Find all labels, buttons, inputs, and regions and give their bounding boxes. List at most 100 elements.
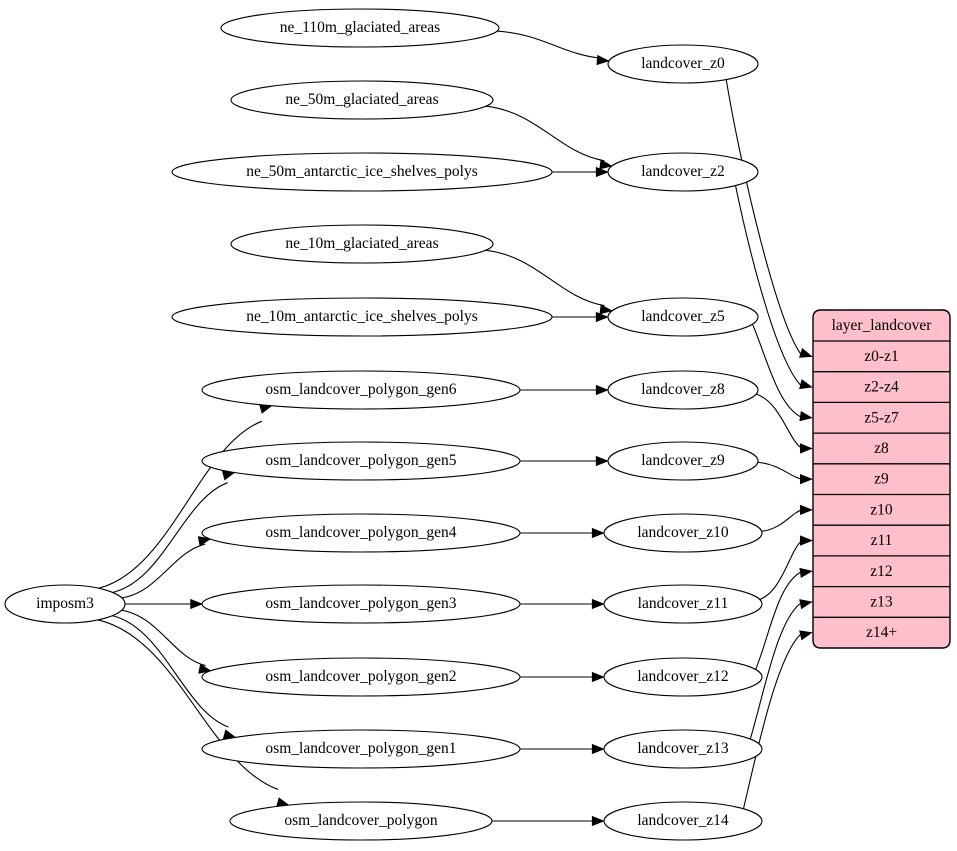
edge-landcover_z14-to-z14+ [742, 630, 813, 810]
ne-node-ne_50m_antarctic_ice_shelves_polys[interactable]: ne_50m_antarctic_ice_shelves_polys [171, 152, 553, 192]
node-label: landcover_z2 [641, 163, 725, 180]
node-ellipse [201, 729, 521, 769]
node-ellipse [603, 801, 763, 841]
node-ellipse [201, 584, 521, 624]
edge-arrowhead [799, 379, 813, 390]
edge-osm_landcover_polygon_gen4-to-landcover_z10 [519, 527, 605, 539]
osm-node-osm_landcover_polygon_gen4[interactable]: osm_landcover_polygon_gen4 [201, 513, 521, 553]
table-header: layer_landcover [832, 317, 933, 334]
osm-node-osm_landcover_polygon_gen3[interactable]: osm_landcover_polygon_gen3 [201, 584, 521, 624]
node-ellipse [603, 584, 763, 624]
edge-line [760, 509, 803, 532]
edge-landcover_z0-to-z0-z1 [725, 79, 813, 358]
table-row-z12[interactable]: z12 [813, 555, 950, 580]
edge-landcover_z5-to-z5-z7 [751, 323, 813, 422]
osm-node-osm_landcover_polygon_gen2[interactable]: osm_landcover_polygon_gen2 [201, 657, 521, 697]
node-label: ne_50m_antarctic_ice_shelves_polys [246, 163, 478, 180]
landcover-node-landcover_z8[interactable]: landcover_z8 [607, 370, 759, 410]
row-label: z12 [870, 563, 892, 580]
edge-line [121, 609, 206, 667]
ne-node-ne_10m_antarctic_ice_shelves_polys[interactable]: ne_10m_antarctic_ice_shelves_polys [171, 297, 553, 337]
node-ellipse [607, 152, 759, 192]
table-row-z8[interactable]: z8 [813, 432, 950, 457]
edge-arrowhead [591, 598, 605, 610]
edge-arrowhead [599, 304, 613, 315]
landcover-node-landcover_z12[interactable]: landcover_z12 [603, 657, 763, 697]
node-ellipse [603, 513, 763, 553]
osm-node-osm_landcover_polygon_gen6[interactable]: osm_landcover_polygon_gen6 [201, 370, 521, 410]
edge-line [725, 79, 803, 357]
edge-arrowhead [595, 384, 609, 396]
ne-node-ne_10m_glaciated_areas[interactable]: ne_10m_glaciated_areas [230, 224, 494, 264]
node-ellipse [230, 80, 494, 120]
table-row-z5-z7[interactable]: z5-z7 [813, 401, 950, 426]
node-label: osm_landcover_polygon_gen6 [265, 381, 456, 398]
table-row-z9[interactable]: z9 [813, 463, 950, 488]
table-row-z10[interactable]: z10 [813, 493, 950, 519]
row-label: z0-z1 [864, 348, 898, 365]
row-label: z10 [870, 501, 893, 518]
edge-landcover_z9-to-z9 [757, 461, 813, 485]
edge-arrowhead [595, 455, 609, 467]
landcover-node-landcover_z14[interactable]: landcover_z14 [603, 801, 763, 841]
node-label: landcover_z14 [637, 812, 728, 829]
edge-ne_10m_antarctic_ice_shelves_polys-to-landcover_z5 [551, 311, 609, 323]
edge-imposm3-to-osm_landcover_polygon [97, 619, 290, 808]
node-ellipse [603, 657, 763, 697]
ne-node-ne_110m_glaciated_areas[interactable]: ne_110m_glaciated_areas [220, 8, 500, 48]
landcover-node-landcover_z13[interactable]: landcover_z13 [603, 729, 763, 769]
edge-imposm3-to-osm_landcover_polygon_gen4 [121, 536, 212, 599]
node-label: osm_landcover_polygon_gen2 [265, 668, 456, 685]
edge-imposm3-to-osm_landcover_polygon_gen5 [112, 470, 236, 594]
node-ellipse [171, 152, 553, 192]
table-row-z0-z1[interactable]: z0-z1 [813, 340, 950, 365]
edge-line [485, 105, 605, 162]
edge-osm_landcover_polygon_gen1-to-landcover_z13 [519, 743, 605, 755]
table-header-label: layer_landcover [832, 317, 933, 334]
landcover-node-landcover_z11[interactable]: landcover_z11 [603, 584, 763, 624]
landcover-node-landcover_z2[interactable]: landcover_z2 [607, 152, 759, 192]
source-node-imposm3[interactable]: imposm3 [4, 584, 126, 624]
node-label: imposm3 [36, 595, 94, 612]
row-label: z9 [874, 471, 889, 488]
osm-node-osm_landcover_polygon[interactable]: osm_landcover_polygon [229, 801, 493, 841]
node-ellipse [4, 584, 126, 624]
edge-arrowhead [798, 347, 813, 358]
table-row-z2-z4[interactable]: z2-z4 [813, 371, 950, 396]
table-row-z11[interactable]: z11 [813, 524, 950, 549]
edge-arrowhead [599, 159, 613, 170]
edge-arrowhead [596, 54, 610, 66]
node-ellipse [201, 441, 521, 481]
node-label: ne_50m_glaciated_areas [285, 91, 438, 108]
edge-imposm3-to-osm_landcover_polygon_gen3 [124, 598, 204, 610]
landcover-node-landcover_z5[interactable]: landcover_z5 [607, 297, 759, 337]
node-label: osm_landcover_polygon_gen4 [265, 524, 456, 541]
landcover-node-landcover_z10[interactable]: landcover_z10 [603, 513, 763, 553]
edge-ne_10m_glaciated_areas-to-landcover_z5 [485, 249, 613, 315]
edge-osm_landcover_polygon_gen6-to-landcover_z8 [519, 384, 609, 396]
table-row-z14plus[interactable]: z14+ [813, 616, 950, 641]
edge-line [496, 30, 603, 59]
node-ellipse [201, 370, 521, 410]
edge-arrowhead [800, 443, 813, 454]
osm-node-osm_landcover_polygon_gen1[interactable]: osm_landcover_polygon_gen1 [201, 729, 521, 769]
osm-node-osm_landcover_polygon_gen5[interactable]: osm_landcover_polygon_gen5 [201, 441, 521, 481]
landcover-node-landcover_z9[interactable]: landcover_z9 [607, 441, 759, 481]
node-label: ne_10m_glaciated_areas [285, 235, 438, 252]
ne-node-ne_50m_glaciated_areas[interactable]: ne_50m_glaciated_areas [230, 80, 494, 120]
edge-line [97, 619, 279, 790]
node-label: ne_110m_glaciated_areas [280, 19, 440, 36]
edge-landcover_z13-to-z13 [749, 599, 813, 740]
edge-osm_landcover_polygon_gen3-to-landcover_z11 [519, 598, 605, 610]
edge-arrowhead [198, 663, 212, 674]
edge-arrowhead [591, 671, 605, 683]
edge-line [111, 615, 229, 728]
row-label: z13 [870, 594, 893, 611]
table-row-z13[interactable]: z13 [813, 585, 950, 611]
node-ellipse [201, 513, 521, 553]
edge-arrowhead [800, 504, 813, 515]
node-label: landcover_z10 [637, 524, 728, 541]
landcover-node-landcover_z0[interactable]: landcover_z0 [607, 44, 759, 84]
